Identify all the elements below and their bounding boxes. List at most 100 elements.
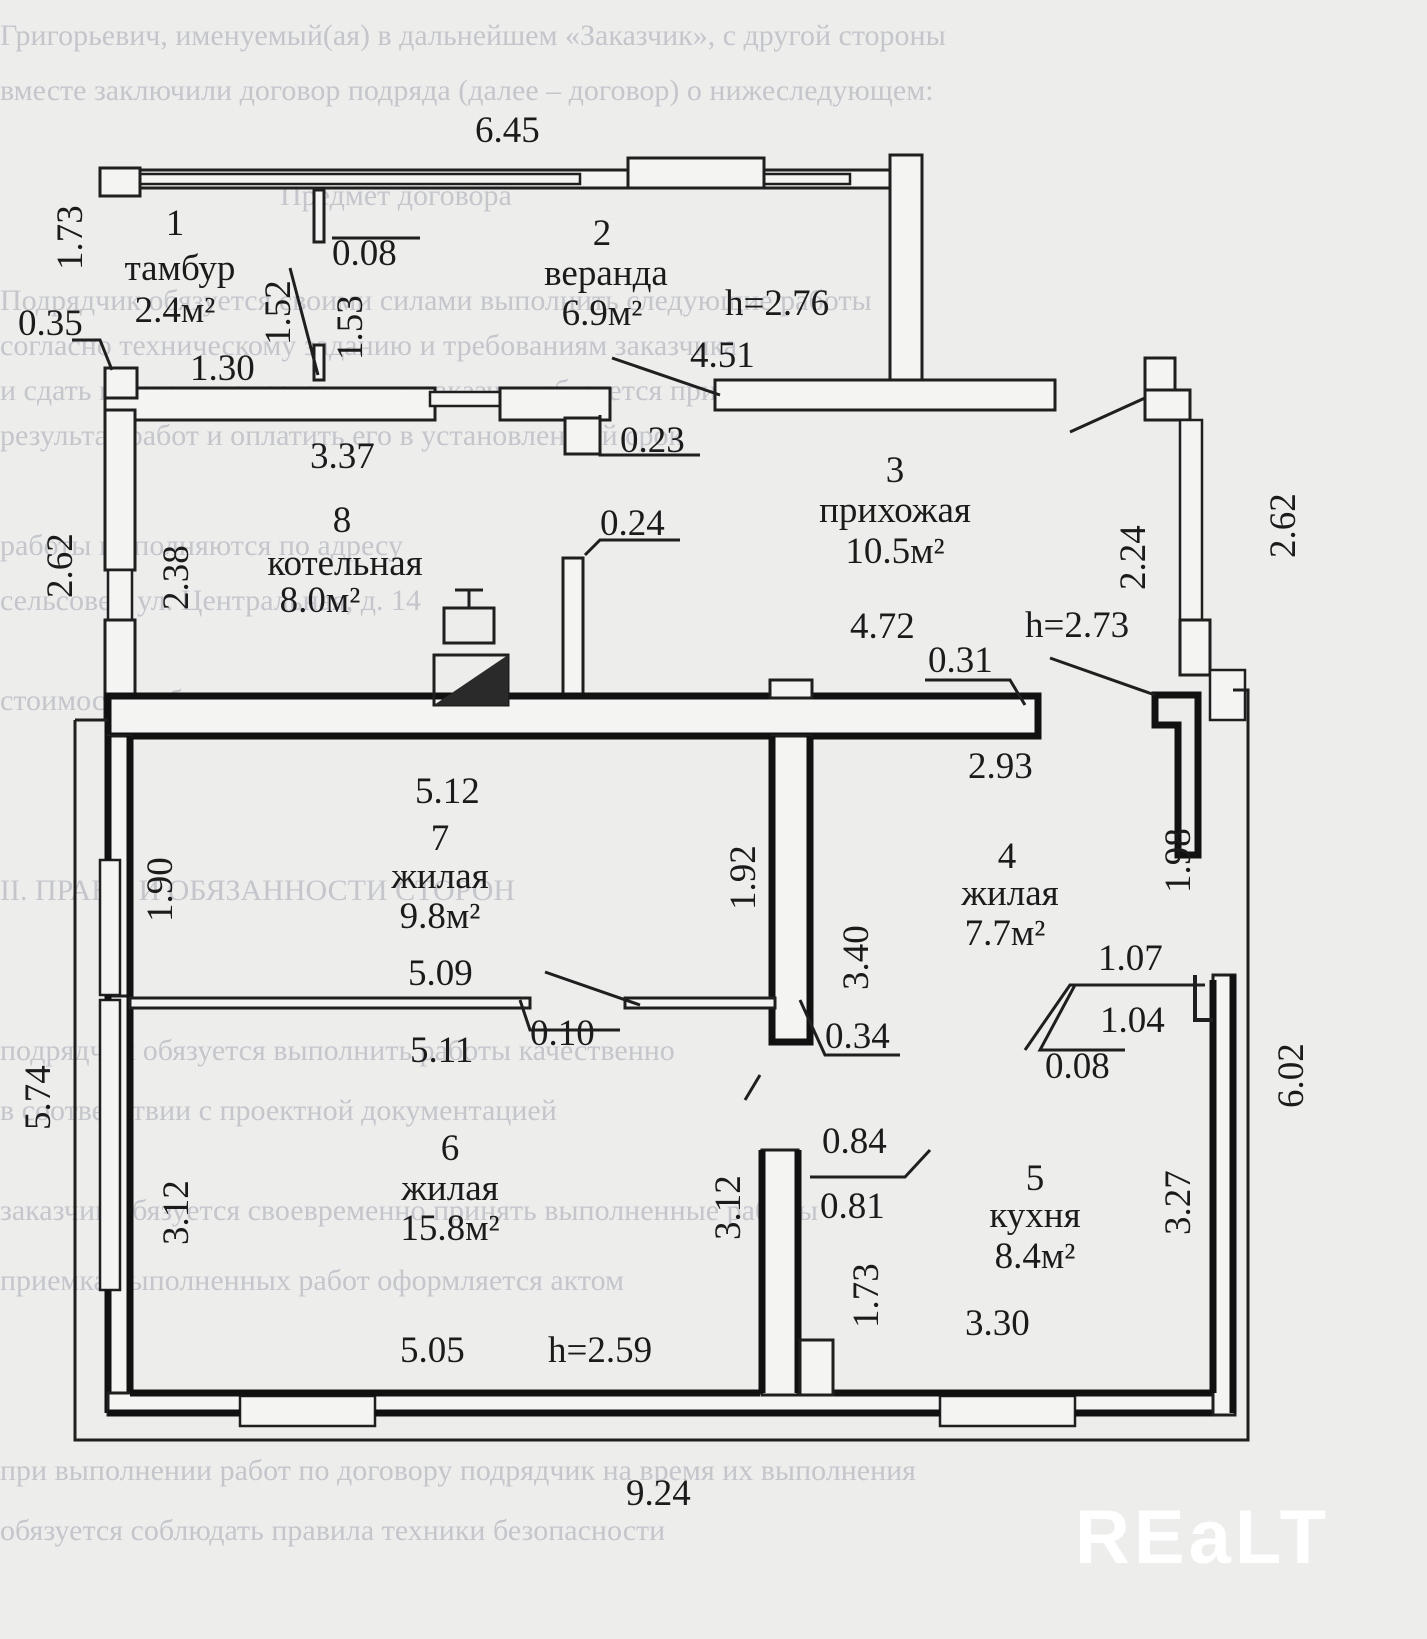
partition	[312, 188, 326, 244]
leader-line	[288, 267, 320, 376]
room-2-name: веранда	[544, 253, 668, 294]
exterior-frame	[73, 688, 1250, 1442]
dimension: 0.08	[332, 233, 397, 274]
dimension: 0.31	[928, 640, 993, 681]
dimension: 4.51	[690, 335, 755, 376]
wall-block	[798, 1338, 835, 1397]
bg-line: II. ПРАВА И ОБЯЗАННОСТИ СТОРОН	[0, 874, 515, 907]
leader-line	[810, 1148, 932, 1179]
room-3-name: прихожая	[819, 490, 971, 531]
hall-right-bold-wall	[1151, 691, 1202, 859]
room-6-name: жилая	[400, 1168, 498, 1209]
window	[428, 390, 502, 408]
leader-line	[518, 999, 620, 1032]
ceiling-heights: h=2.76 h=2.73 h=2.59	[548, 283, 1129, 1371]
room-6-number: 6	[441, 1128, 460, 1169]
wall-post	[98, 166, 142, 198]
veranda-bottom-wall	[713, 378, 1057, 412]
dimension-labels: 6.45 1.73 0.08 1.52 1.53 0.35 1.30 4.51 …	[18, 110, 1312, 1514]
dimension: 1.92	[723, 845, 764, 910]
window	[238, 1394, 377, 1428]
dimension: 1.90	[140, 857, 181, 922]
dimension: 1.98	[1158, 828, 1199, 893]
wall-block	[563, 416, 602, 456]
room-1-area: 2.4м²	[135, 290, 216, 331]
window	[98, 998, 122, 1292]
wall-block	[768, 678, 814, 700]
dimension: 0.10	[530, 1013, 595, 1054]
room-6-area: 15.8м²	[400, 1208, 499, 1249]
leader-line	[598, 415, 700, 457]
dimension: 2.24	[1113, 525, 1154, 590]
dimension: 0.34	[825, 1016, 890, 1057]
boiler-left-wall	[103, 408, 137, 572]
leader-line	[544, 970, 641, 1007]
boiler-equipment	[455, 588, 483, 608]
partition	[623, 996, 777, 1010]
room-7-area: 9.8м²	[400, 896, 481, 937]
room-8-name: котельная	[267, 543, 422, 584]
room-7-number: 7	[431, 818, 450, 859]
leader-line	[798, 999, 900, 1057]
leader-line	[611, 356, 721, 397]
dimension: 2.93	[968, 746, 1033, 787]
kitchen-nook	[1193, 975, 1213, 1022]
dimension: 0.81	[820, 1186, 885, 1227]
leader-line	[1049, 656, 1156, 697]
central-partition-outline	[768, 736, 814, 1046]
left-wall-lines	[104, 736, 134, 1413]
window	[758, 172, 852, 186]
dimension: 1.30	[190, 348, 255, 389]
window	[138, 172, 582, 186]
leader-line	[583, 538, 680, 557]
room-1-number: 1	[166, 203, 185, 244]
dimension: 2.62	[40, 533, 81, 598]
room-1-name: тамбур	[125, 248, 236, 289]
dimension: 1.04	[1100, 1000, 1165, 1041]
right-wall-lines	[1209, 975, 1237, 1413]
central-partition	[770, 734, 812, 1044]
room-labels: 1 тамбур 2.4м² 2 веранда 6.9м² 3 прихожа…	[125, 203, 1081, 1277]
boiler-equipment	[442, 606, 496, 645]
dimension: 3.27	[1158, 1170, 1199, 1235]
dimension: 5.09	[408, 953, 473, 994]
dimension: 5.05	[400, 1330, 465, 1371]
dimension: 0.84	[822, 1121, 887, 1162]
dimension: 3.12	[156, 1180, 197, 1245]
wall-block	[498, 386, 612, 422]
leader-line	[72, 338, 114, 371]
leader-line	[743, 1074, 762, 1101]
dimension: 3.30	[965, 1303, 1030, 1344]
bg-line: приемка выполненных работ оформляется ак…	[0, 1264, 624, 1297]
partition	[561, 556, 585, 710]
dimension: 0.23	[620, 420, 685, 461]
room-4-area: 7.7м²	[965, 913, 1046, 954]
dimension: 1.73	[846, 1263, 887, 1328]
boiler-top-wall	[103, 386, 437, 422]
room-5-area: 8.4м²	[995, 1236, 1076, 1277]
bottom-wall-lines	[108, 1389, 1233, 1417]
room-5-number: 5	[1026, 1158, 1045, 1199]
window	[98, 858, 122, 997]
height-label: h=2.73	[1025, 605, 1129, 646]
wall-post	[103, 366, 139, 400]
window	[106, 568, 134, 622]
bg-line: сельсовет, ул. Центральная, д. 14	[0, 584, 421, 617]
dimension: 0.08	[1045, 1046, 1110, 1087]
dimension: 2.62	[1263, 493, 1304, 558]
dimension: 1.73	[50, 205, 91, 270]
window	[938, 1394, 1077, 1428]
dimension: 0.24	[600, 503, 665, 544]
bg-line: Подрядчик обязуется своими силами выполн…	[0, 284, 872, 317]
bg-line: при выполнении работ по договору подрядч…	[0, 1454, 916, 1487]
bg-line: обязуется соблюдать правила техники безо…	[0, 1514, 665, 1547]
dimension: 5.11	[410, 1030, 473, 1071]
main-top-wall-outline	[104, 692, 1042, 740]
dimension: 3.40	[836, 925, 877, 990]
window	[1208, 668, 1247, 722]
room-8-area: 8.0м²	[280, 580, 361, 621]
kitchen-partition	[760, 1148, 800, 1397]
height-label: h=2.59	[548, 1330, 652, 1371]
